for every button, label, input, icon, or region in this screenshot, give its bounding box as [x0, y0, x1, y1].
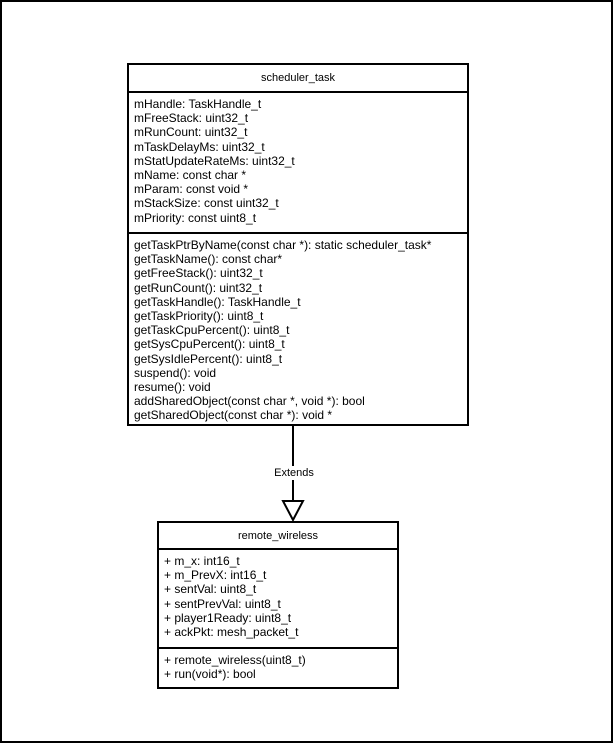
attribute: mRunCount: uint32_t	[134, 125, 248, 140]
method: getFreeStack(): uint32_t	[134, 266, 263, 281]
attribute: + sentPrevVal: uint8_t	[164, 596, 281, 611]
method: getTaskPtrByName(const char *): static s…	[134, 238, 432, 252]
extends-label: Extends	[264, 466, 324, 480]
method: getSysCpuPercent(): uint8_t	[134, 337, 285, 352]
attributes-section: + m_x: int16_t + m_PrevX: int16_t + sent…	[159, 550, 397, 649]
method: + remote_wireless(uint8_t)	[164, 653, 306, 667]
method: + run(void*): bool	[164, 667, 256, 682]
attribute: mHandle: TaskHandle_t	[134, 97, 262, 111]
method: getTaskPriority(): uint8_t	[134, 309, 264, 324]
attribute: + sentVal: uint8_t	[164, 582, 257, 597]
attributes-section: mHandle: TaskHandle_t mFreeStack: uint32…	[129, 93, 467, 234]
method: getRunCount(): uint32_t	[134, 280, 263, 295]
attribute: mParam: const void *	[134, 182, 249, 197]
class-name: scheduler_task	[129, 65, 467, 93]
attribute: mFreeStack: uint32_t	[134, 111, 249, 126]
methods-section: getTaskPtrByName(const char *): static s…	[129, 234, 467, 423]
method: suspend(): void	[134, 365, 217, 380]
methods-section: + remote_wireless(uint8_t) + run(void*):…	[159, 649, 397, 681]
attribute: + m_PrevX: int16_t	[164, 568, 267, 583]
method: getSharedObject(const char *): void *	[134, 408, 333, 423]
method: getTaskName(): const char*	[134, 252, 283, 267]
method: getSysIdlePercent(): uint8_t	[134, 351, 283, 366]
class-scheduler-task[interactable]: scheduler_task mHandle: TaskHandle_t mFr…	[127, 63, 469, 426]
attribute: mStackSize: const uint32_t	[134, 196, 279, 211]
attribute: + ackPkt: mesh_packet_t	[164, 625, 299, 640]
class-remote-wireless[interactable]: remote_wireless + m_x: int16_t + m_PrevX…	[157, 521, 399, 689]
method: addSharedObject(const char *, void *): b…	[134, 394, 365, 409]
attribute: mStatUpdateRateMs: uint32_t	[134, 153, 295, 168]
inheritance-arrowhead-icon	[281, 500, 305, 523]
attribute: + m_x: int16_t	[164, 554, 240, 568]
attribute: + player1Ready: uint8_t	[164, 610, 292, 625]
method: getTaskCpuPercent(): uint8_t	[134, 323, 290, 338]
attribute: mTaskDelayMs: uint32_t	[134, 139, 265, 154]
method: resume(): void	[134, 380, 211, 395]
attribute: mPriority: const uint8_t	[134, 210, 257, 225]
class-name: remote_wireless	[159, 523, 397, 550]
attribute: mName: const char *	[134, 168, 247, 183]
method: getTaskHandle(): TaskHandle_t	[134, 294, 301, 309]
